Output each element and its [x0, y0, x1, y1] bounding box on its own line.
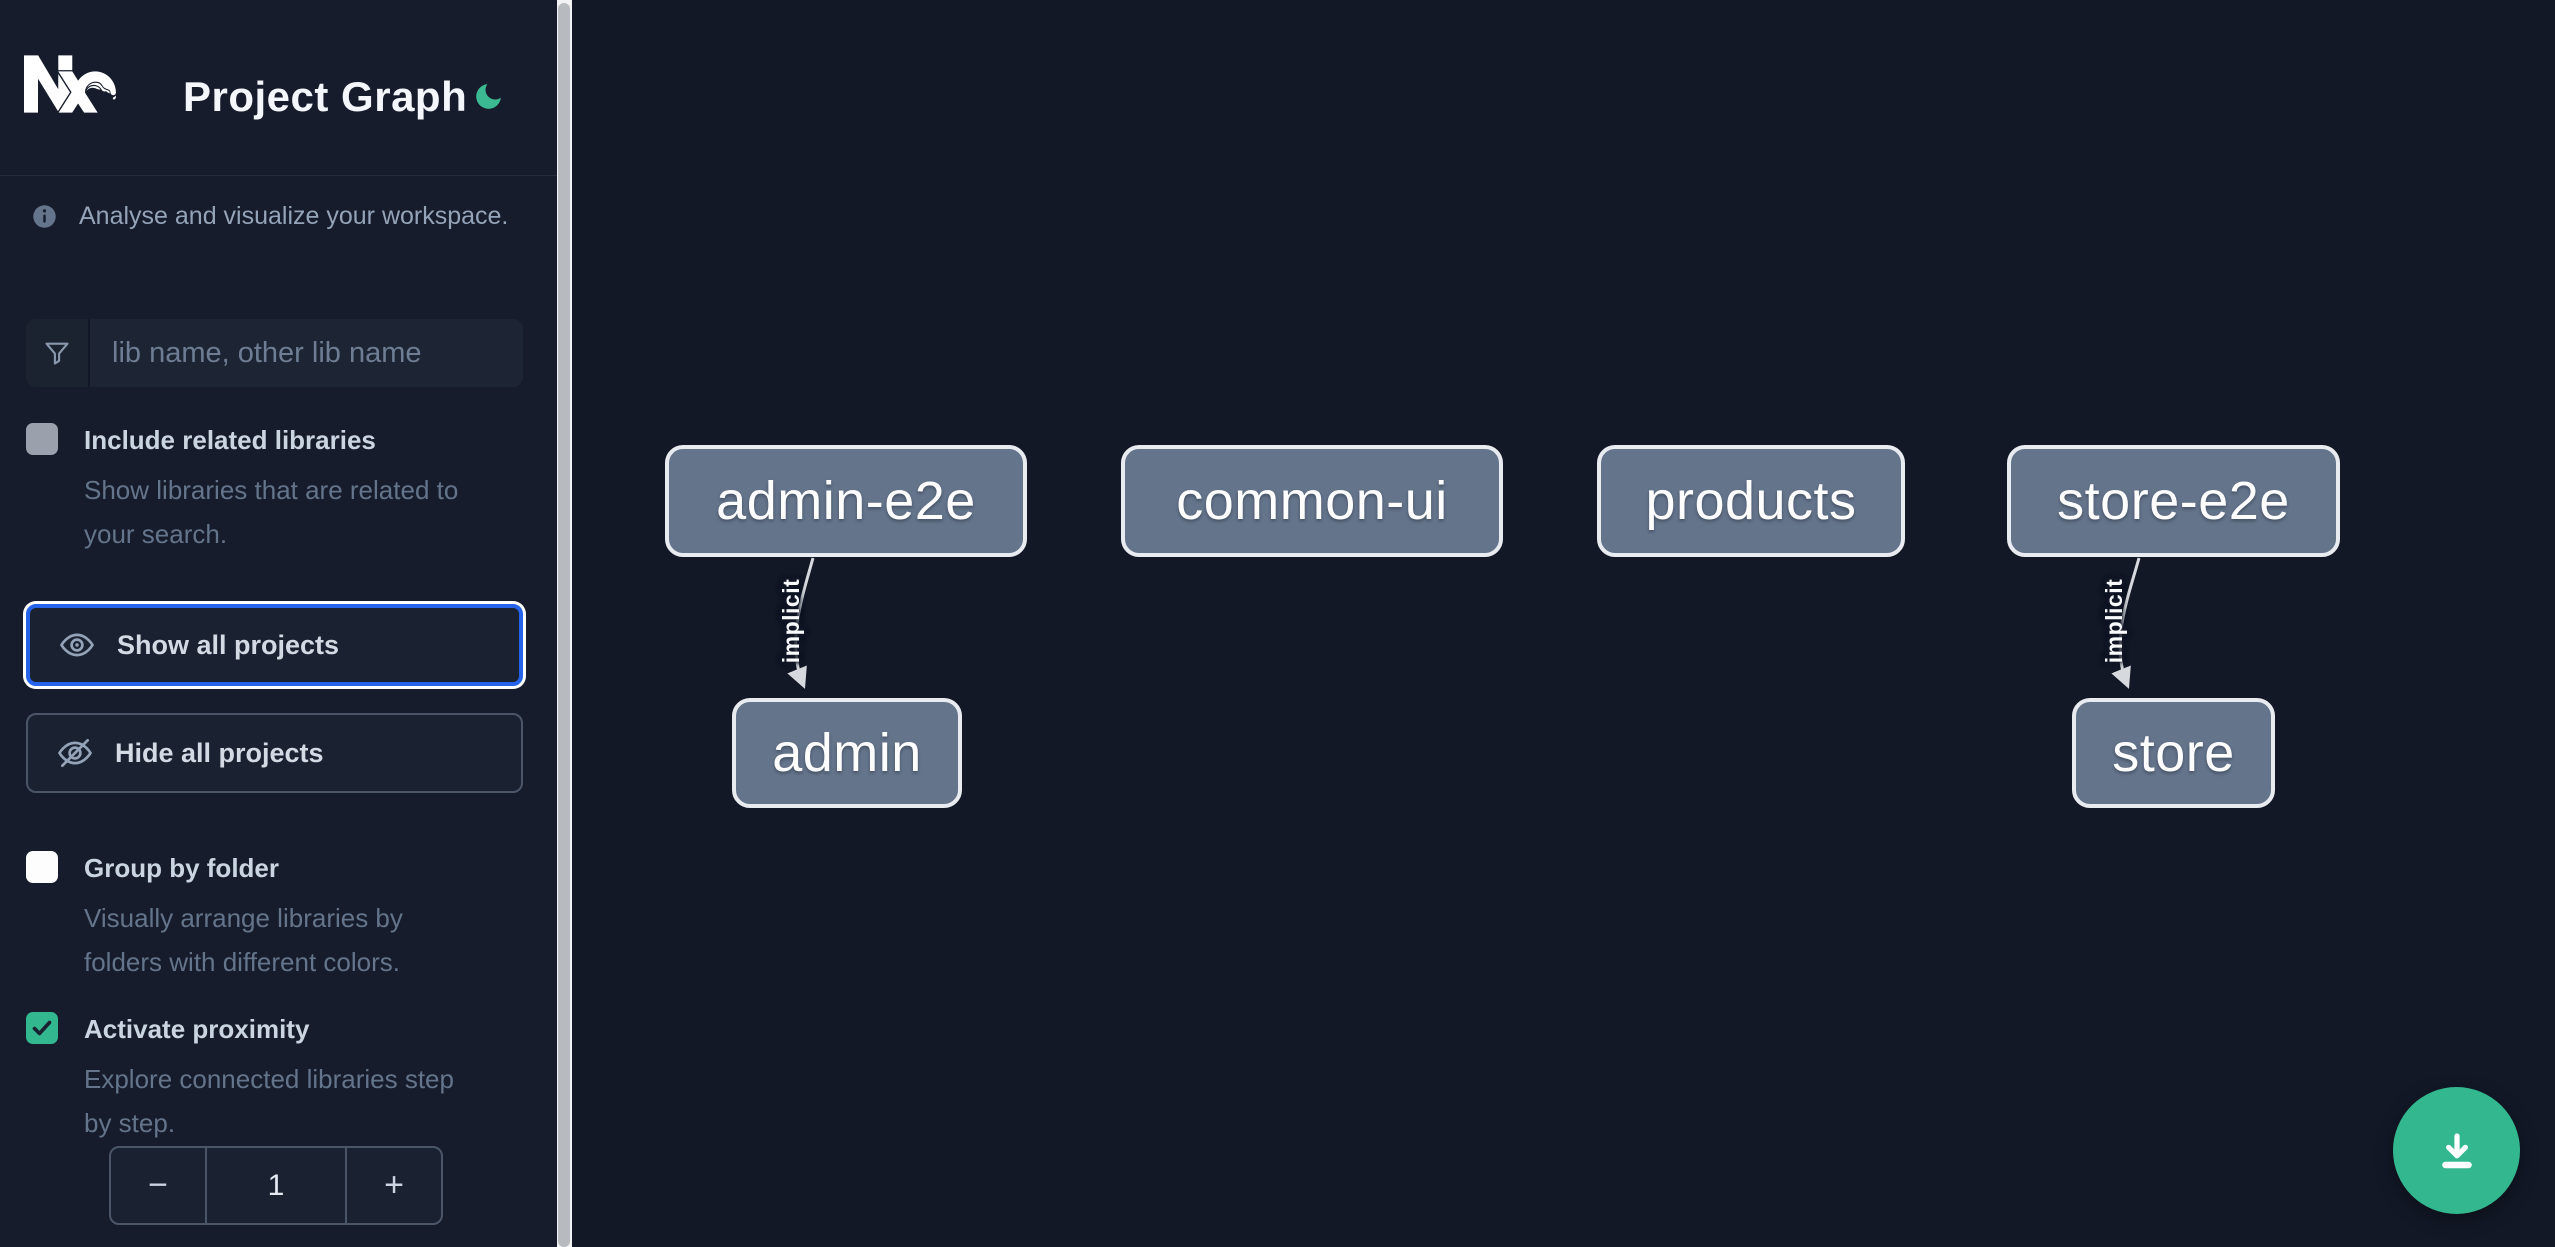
activate-proximity-description: Explore connected libraries step by step… — [84, 1064, 454, 1138]
nx-logo-icon — [24, 55, 116, 113]
proximity-value[interactable]: 1 — [267, 1168, 285, 1202]
proximity-increment-button[interactable]: + — [345, 1148, 441, 1223]
show-all-projects-label: Show all projects — [117, 629, 340, 660]
group-by-folder-description: Visually arrange libraries by folders wi… — [84, 903, 403, 977]
sidebar-scrollbar-thumb[interactable] — [558, 3, 570, 1247]
theme-toggle-button[interactable] — [468, 78, 508, 118]
graph-node-admin-e2e[interactable]: admin-e2e — [665, 445, 1027, 557]
graph-node-store-e2e[interactable]: store-e2e — [2007, 445, 2340, 557]
activate-proximity-label[interactable]: Activate proximity — [84, 1014, 310, 1044]
include-related-checkbox[interactable] — [26, 423, 58, 455]
activate-proximity-toggle: Activate proximity Explore connected lib… — [26, 1012, 523, 1138]
workspace-info: Analyse and visualize your workspace. — [31, 201, 531, 231]
info-icon — [33, 204, 56, 228]
include-related-description: Show libraries that are related to your … — [84, 475, 459, 549]
filter-funnel-icon — [45, 342, 69, 365]
group-by-folder-label[interactable]: Group by folder — [84, 853, 279, 883]
moon-icon — [475, 84, 501, 109]
graph-node-admin[interactable]: admin — [732, 698, 962, 808]
include-related-label[interactable]: Include related libraries — [84, 425, 376, 455]
include-related-toggle: Include related libraries Show libraries… — [26, 423, 523, 549]
graph-node-store[interactable]: store — [2072, 698, 2275, 808]
graph-node-common-ui[interactable]: common-ui — [1121, 445, 1503, 557]
search-input[interactable] — [90, 319, 523, 387]
hide-all-projects-label: Hide all projects — [115, 737, 324, 768]
download-image-button[interactable] — [2393, 1087, 2520, 1214]
activate-proximity-checkbox[interactable] — [26, 1012, 58, 1044]
group-by-folder-toggle: Group by folder Visually arrange librari… — [26, 851, 523, 977]
sidebar-scrollbar-track[interactable] — [557, 0, 572, 1247]
filter-icon-cell — [26, 319, 90, 387]
download-icon — [2441, 1132, 2472, 1168]
search-box — [26, 319, 523, 387]
eye-off-icon — [58, 738, 92, 768]
sidebar-header: Project Graph — [0, 0, 557, 176]
show-all-projects-button[interactable]: Show all projects — [26, 604, 523, 686]
proximity-stepper: − 1 + — [109, 1146, 443, 1225]
eye-icon — [60, 633, 94, 657]
group-by-folder-checkbox[interactable] — [26, 851, 58, 883]
hide-all-projects-button[interactable]: Hide all projects — [26, 713, 523, 793]
proximity-decrement-button[interactable]: − — [111, 1148, 207, 1223]
workspace-info-text: Analyse and visualize your workspace. — [79, 202, 509, 230]
sidebar: Project Graph Analyse and visualize your… — [0, 0, 557, 1247]
check-icon — [32, 1020, 52, 1036]
graph-canvas[interactable] — [572, 0, 2555, 1247]
page-title: Project Graph — [183, 73, 468, 120]
graph-node-products[interactable]: products — [1597, 445, 1905, 557]
